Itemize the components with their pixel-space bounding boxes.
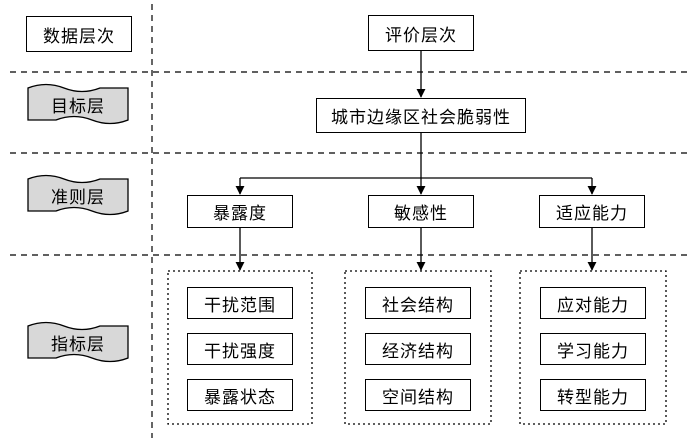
indicator-box: 学习能力 bbox=[540, 333, 646, 365]
indicator-group-exposure bbox=[167, 270, 313, 425]
indicator-box: 应对能力 bbox=[540, 287, 646, 319]
goal-box: 城市边缘区社会脆弱性 bbox=[316, 98, 526, 133]
indicator-box: 空间结构 bbox=[365, 379, 471, 411]
criteria-box-sensitivity: 敏感性 bbox=[368, 195, 474, 228]
indicator-group-adaptive bbox=[519, 270, 667, 425]
indicator-box: 转型能力 bbox=[540, 379, 646, 411]
flag-target-shape bbox=[27, 83, 129, 125]
evaluation-level-box: 评价层次 bbox=[368, 15, 474, 51]
flag-criteria-shape bbox=[27, 174, 129, 216]
flag-indicator-label: 指标层 bbox=[51, 334, 105, 355]
indicator-box: 社会结构 bbox=[365, 287, 471, 319]
flag-criteria-label: 准则层 bbox=[51, 187, 105, 208]
flag-target-label: 目标层 bbox=[51, 96, 105, 117]
layer-header-box: 数据层次 bbox=[26, 16, 132, 52]
indicator-box: 经济结构 bbox=[365, 333, 471, 365]
flag-indicator-shape bbox=[27, 321, 129, 363]
indicator-box: 暴露状态 bbox=[187, 379, 293, 411]
indicator-box: 干扰范围 bbox=[187, 287, 293, 319]
indicator-box: 干扰强度 bbox=[187, 333, 293, 365]
criteria-box-exposure: 暴露度 bbox=[187, 195, 293, 228]
criteria-box-adaptive: 适应能力 bbox=[539, 195, 645, 228]
indicator-group-sensitivity bbox=[344, 270, 492, 425]
